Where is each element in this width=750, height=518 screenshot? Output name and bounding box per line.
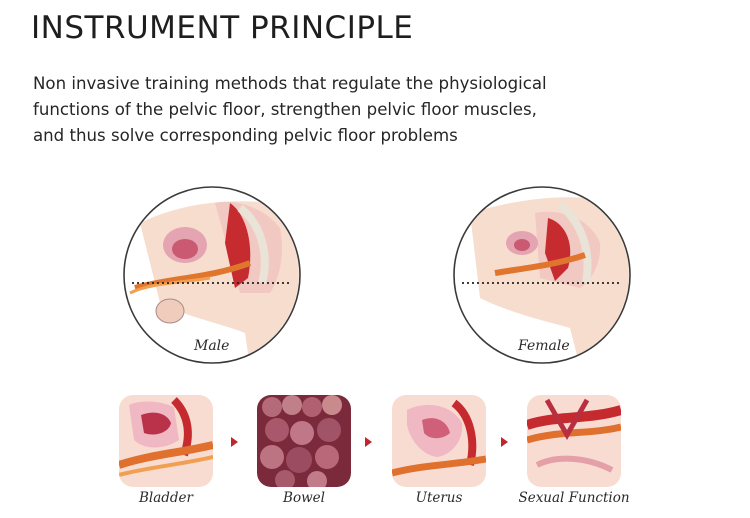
arrow-icon	[365, 437, 372, 447]
description: Non invasive training methods that regul…	[33, 71, 633, 149]
uterus-image	[392, 395, 486, 487]
arrow-icon	[501, 437, 508, 447]
male-anatomy-diagram: Male	[120, 183, 304, 367]
bladder-image	[119, 395, 213, 487]
sexual-function-image	[527, 395, 621, 487]
page-title: INSTRUMENT PRINCIPLE	[31, 10, 414, 46]
male-label: Male	[194, 338, 230, 354]
bowel-image	[257, 395, 351, 487]
sexual-function-label: Sexual Function	[518, 490, 630, 506]
arrow-icon	[231, 437, 238, 447]
uterus-label: Uterus	[415, 490, 463, 506]
female-anatomy-diagram: Female	[450, 183, 634, 367]
bowel-label: Bowel	[283, 490, 325, 506]
description-line: functions of the pelvic floor, strengthe…	[33, 100, 537, 119]
description-line: Non invasive training methods that regul…	[33, 74, 547, 93]
female-label: Female	[518, 338, 570, 354]
description-line: and thus solve corresponding pelvic floo…	[33, 126, 458, 145]
bladder-label: Bladder	[138, 490, 193, 506]
